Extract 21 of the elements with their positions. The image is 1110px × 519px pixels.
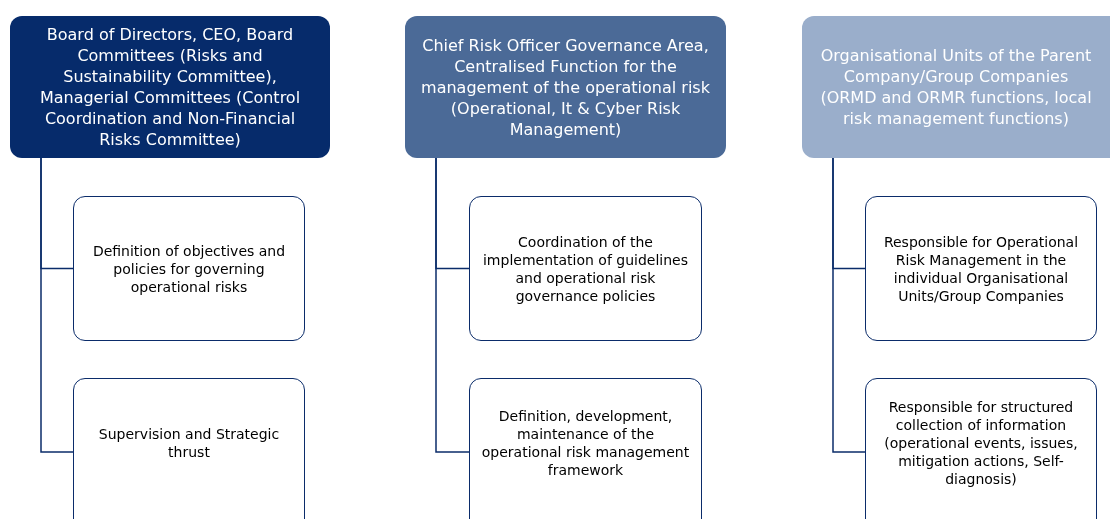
header-text: Organisational Units of the Parent Company/Group Companies (ORMD and ORMR functions, local risk management functions) [819,45,1093,129]
description-text: Responsible for structured collection of information (operational events, issues, mitigation actions, Self-diagnosis) [883,398,1079,488]
connector-line [40,157,74,453]
description-box [865,196,1097,341]
description-box [73,196,305,341]
header-text: Board of Directors, CEO, Board Committees (Risks and Sustainability Committee), Managerial Committees (Control Coordination and Non-Financial Risks Committee) [38,24,302,150]
description-text: Supervision and Strategic thrust [97,425,281,461]
description-box [469,378,702,519]
header-box [405,16,726,158]
description-box [865,378,1097,519]
connector-line [435,157,470,453]
description-text: Definition, development, maintenance of the operational risk management framework [480,407,691,479]
header-text: Chief Risk Officer Governance Area, Centralised Function for the management of the operational risk (Operational, It & Cyber Risk Management) [421,34,710,140]
description-box [73,378,305,519]
description-text: Coordination of the implementation of guidelines and operational risk governance policies [482,232,689,305]
description-text: Responsible for Operational Risk Management in the individual Organisational Units/Group Companies [882,232,1080,305]
description-box [469,196,702,341]
connector-line [832,157,866,453]
header-box [10,16,330,158]
header-box [802,16,1110,158]
description-text: Definition of objectives and policies for governing operational risks [91,241,287,296]
